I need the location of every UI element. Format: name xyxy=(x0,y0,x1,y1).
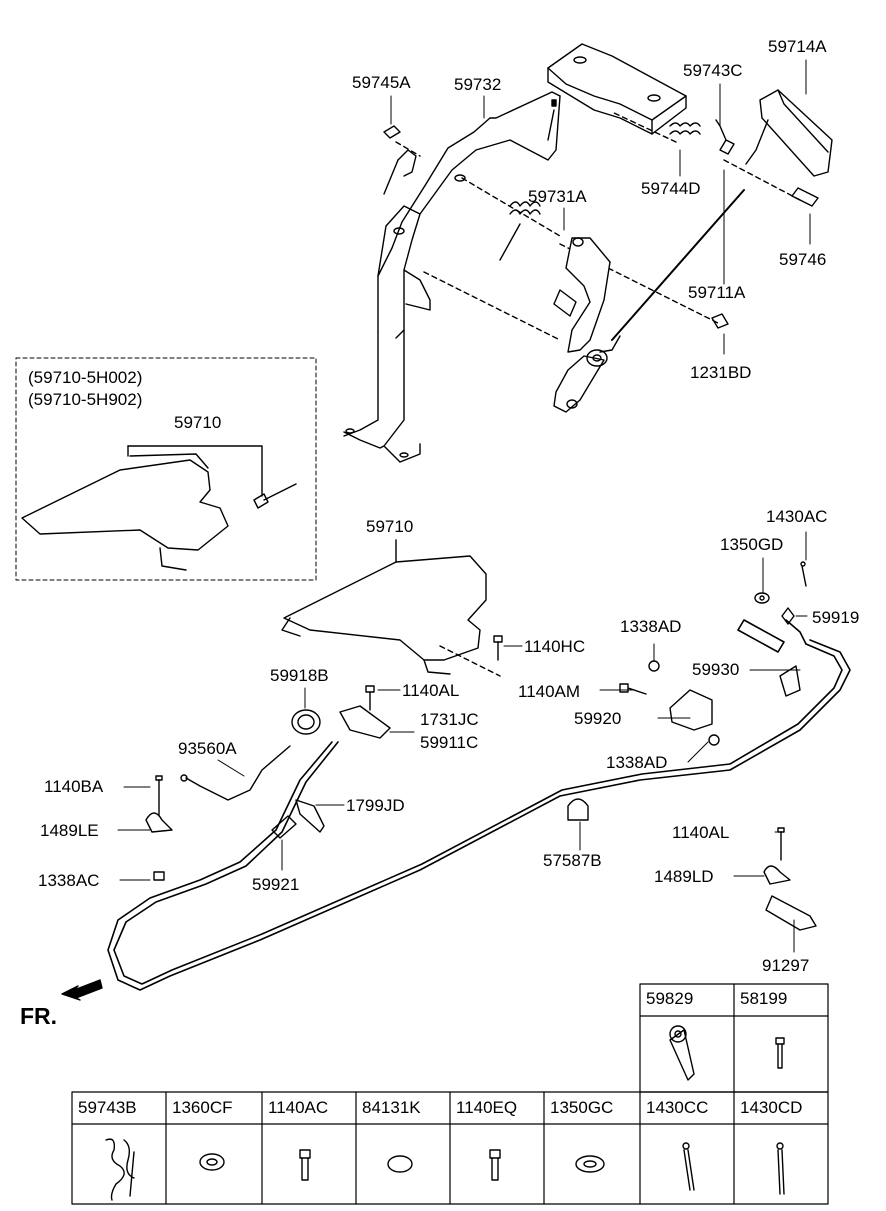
part-label-1799JD: 1799JD xyxy=(346,796,405,815)
part-label-59711A: 59711A xyxy=(688,283,746,302)
part-label-59710-inset: 59710 xyxy=(174,413,222,432)
brake-cable xyxy=(107,619,851,991)
table-header-1140EQ: 1140EQ xyxy=(456,1098,518,1117)
part-label-1140AM: 1140AM xyxy=(518,682,581,701)
part-label-59919: 59919 xyxy=(812,608,860,627)
part-label-1731JC: 1731JC xyxy=(420,710,479,729)
part-label-91297: 91297 xyxy=(762,956,810,975)
part-label-59732: 59732 xyxy=(454,75,502,94)
front-direction-label: FR. xyxy=(20,1003,58,1029)
lever-grip-59714A xyxy=(745,89,833,207)
table-header-1360CF: 1360CF xyxy=(172,1098,233,1117)
table-part-icons xyxy=(105,1025,785,1201)
table-header-84131K: 84131K xyxy=(362,1098,421,1117)
part-label-59710: 59710 xyxy=(366,517,414,536)
part-label-59911C: 59911C xyxy=(420,733,479,752)
variant-inset-box xyxy=(15,357,317,581)
part-label-1489LE: 1489LE xyxy=(40,821,99,840)
part-label-1338AD-top: 1338AD xyxy=(620,617,682,636)
part-label-1231BD: 1231BD xyxy=(690,363,752,382)
table-header-59743B: 59743B xyxy=(78,1098,137,1117)
part-label-1338AD-bottom: 1338AD xyxy=(606,753,668,772)
part-label-59714A: 59714A xyxy=(768,37,827,56)
part-label-59745A: 59745A xyxy=(352,73,411,92)
part-label-59920: 59920 xyxy=(574,709,622,728)
part-label-1350GD: 1350GD xyxy=(720,535,784,554)
variant-code-1: (59710-5H002) xyxy=(28,368,143,387)
parts-table-bottom xyxy=(71,1091,829,1205)
part-label-59731A: 59731A xyxy=(528,187,587,206)
front-arrow-icon xyxy=(61,979,103,1001)
table-header-1430CC: 1430CC xyxy=(646,1098,709,1117)
table-header-58199: 58199 xyxy=(740,989,788,1008)
small-hardware xyxy=(145,561,817,931)
part-label-1489LD: 1489LD xyxy=(654,867,714,886)
lever-bracket-frame xyxy=(343,43,687,463)
table-header-59829: 59829 xyxy=(646,989,694,1008)
part-label-59744D: 59744D xyxy=(641,179,701,198)
springs xyxy=(383,119,735,261)
part-label-1140BA: 1140BA xyxy=(44,777,104,796)
part-label-1140HC: 1140HC xyxy=(524,637,586,656)
part-label-57587B: 57587B xyxy=(543,851,602,870)
table-header-1350GC: 1350GC xyxy=(550,1098,614,1117)
table-header-1430CD: 1430CD xyxy=(740,1098,803,1117)
part-label-59743C: 59743C xyxy=(683,61,743,80)
part-label-1140AL-mid: 1140AL xyxy=(402,681,460,700)
part-label-59746: 59746 xyxy=(779,250,827,269)
part-label-1430AC: 1430AC xyxy=(766,507,828,526)
label-leaders xyxy=(117,59,811,953)
table-header-1140AC: 1140AC xyxy=(268,1098,329,1117)
part-label-59930: 59930 xyxy=(692,660,740,679)
console-cover-59710 xyxy=(281,539,501,677)
part-label-1140AL-right: 1140AL xyxy=(672,823,730,842)
part-label-1338AC: 1338AC xyxy=(38,871,100,890)
part-label-59921: 59921 xyxy=(252,875,300,894)
part-label-59918B: 59918B xyxy=(270,666,329,685)
lever-arm-59731A xyxy=(553,189,745,413)
variant-code-2: (59710-5H902) xyxy=(28,390,143,409)
part-label-93560A: 93560A xyxy=(178,739,237,758)
